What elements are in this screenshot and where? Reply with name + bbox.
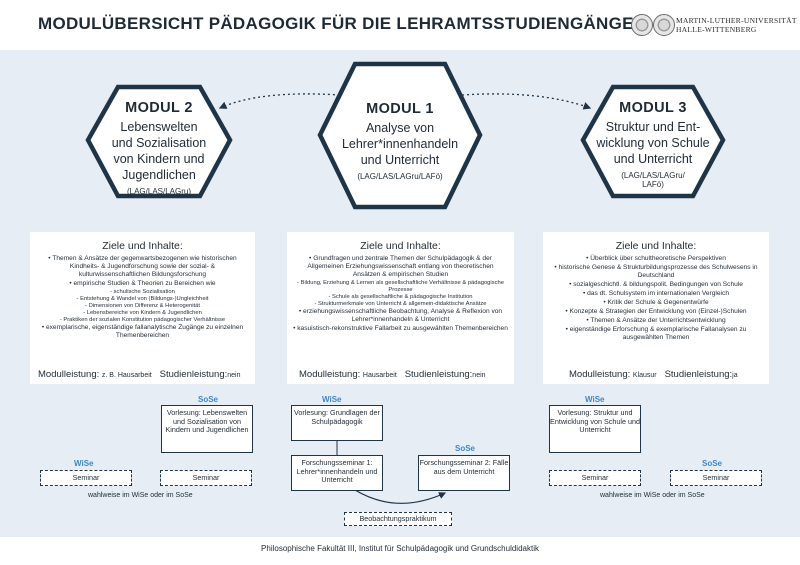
ziele-list: Überblick über schultheoretische Perspek… bbox=[543, 255, 769, 342]
list-item: Themen & Ansätze der Unterrichtsentwickl… bbox=[549, 317, 763, 325]
list-item: historische Genese & Strukturbildungspro… bbox=[549, 264, 763, 280]
ziele-list: Grundfragen und zentrale Themen der Schu… bbox=[287, 255, 514, 333]
list-item: Dimensionen von Differenz & Heterogenitä… bbox=[36, 303, 249, 310]
leistungen: Modulleistung: Klausur Studienleistung:j… bbox=[569, 369, 738, 380]
hexagon-modul2 bbox=[85, 84, 233, 199]
list-item: empirische Studien & Theorien zu Bereich… bbox=[36, 280, 249, 288]
seminar-modul3-sose: Seminar bbox=[670, 470, 762, 486]
semester-label-wise: WiSe bbox=[322, 395, 342, 404]
list-item: sozialgeschichtl. & bildungspolit. Bedin… bbox=[549, 281, 763, 289]
list-item: exemplarische, eigenständige fallanalyti… bbox=[36, 324, 249, 340]
seminar-modul3-wise: Seminar bbox=[549, 470, 641, 486]
list-item: Strukturmerkmale von Unterricht & allgem… bbox=[293, 301, 508, 308]
university-name: MARTIN-LUTHER-UNIVERSITÄT HALLE-WITTENBE… bbox=[676, 16, 797, 34]
modul1-label: MODUL 1 Analyse von Lehrer*innenhandeln … bbox=[341, 101, 459, 181]
vorlesung-modul2: Vorlesung: Lebenswelten und Sozialisatio… bbox=[161, 405, 253, 453]
footer-text: Philosophische Fakultät III, Institut fü… bbox=[261, 544, 539, 553]
list-item: Konzepte & Strategien der Entwicklung vo… bbox=[549, 308, 763, 316]
list-item: Praktiken der sozialen Konstitution päda… bbox=[36, 317, 249, 324]
ziele-list: Themen & Ansätze der gegenwartsbezogenen… bbox=[30, 255, 255, 340]
semester-label-wise: WiSe bbox=[585, 395, 605, 404]
panel-modul1-ziele: Ziele und Inhalte: Grundfragen und zentr… bbox=[287, 232, 514, 384]
arrow-modul1-to-modul2 bbox=[218, 93, 341, 109]
list-item: Bildung, Erziehung & Lernen als gesellsc… bbox=[293, 280, 508, 294]
university-seal-icon bbox=[653, 14, 675, 36]
seminar-modul2-sose: Seminar bbox=[160, 470, 252, 486]
list-item: Überblick über schultheoretische Perspek… bbox=[549, 255, 763, 263]
beobachtungspraktikum: Beobachtungspraktikum bbox=[344, 512, 452, 526]
arrow-modul1-to-modul3 bbox=[461, 93, 592, 110]
seminar-modul2-wise: Seminar bbox=[40, 470, 132, 486]
list-item: Schule als gesellschaftliche & pädagogis… bbox=[293, 294, 508, 301]
hexagon-modul1 bbox=[317, 61, 483, 210]
footer bbox=[0, 537, 800, 565]
page-title: MODULÜBERSICHT PÄDAGOGIK FÜR DIE LEHRAMT… bbox=[38, 14, 634, 33]
modul2-label: MODUL 2 Lebenswelten und Sozialisation v… bbox=[111, 100, 207, 196]
panel-heading: Ziele und Inhalte: bbox=[360, 240, 441, 252]
list-item: Themen & Ansätze der gegenwartsbezogenen… bbox=[36, 255, 249, 279]
list-item: Grundfragen und zentrale Themen der Schu… bbox=[293, 255, 508, 279]
modul3-label: MODUL 3 Struktur und Ent- wicklung von S… bbox=[596, 100, 710, 189]
leistungen: Modulleistung: Hausarbeit Studienleistun… bbox=[299, 369, 486, 380]
panel-heading: Ziele und Inhalte: bbox=[102, 240, 183, 252]
forschungsseminar-1: Forschungsseminar 1: Lehrer*innenhandeln… bbox=[291, 455, 383, 491]
university-seal-icon bbox=[631, 14, 653, 36]
list-item: Lebensbereiche von Kindern & Jugendliche… bbox=[36, 310, 249, 317]
list-item: das dt. Schulsystem im internationalen V… bbox=[549, 290, 763, 298]
list-item: Kritik der Schule & Gegenentwürfe bbox=[549, 299, 763, 307]
list-item: Entstehung & Wandel von (Bildungs-)Ungle… bbox=[36, 296, 249, 303]
panel-modul2-ziele: Ziele und Inhalte: Themen & Ansätze der … bbox=[30, 232, 255, 384]
forschungsseminar-2: Forschungsseminar 2: Fälle aus dem Unter… bbox=[418, 455, 510, 491]
semester-label-sose: SoSe bbox=[702, 459, 723, 468]
panel-heading: Ziele und Inhalte: bbox=[615, 240, 697, 252]
list-item: erziehungswissenschaftliche Beobachtung,… bbox=[293, 308, 508, 324]
panel-modul3-ziele: Ziele und Inhalte: Überblick über schult… bbox=[543, 232, 769, 384]
seminar-note: wahlweise im WiSe oder im SoSe bbox=[88, 492, 193, 499]
list-item: schulische Sozialisation bbox=[36, 289, 249, 296]
list-item: eigenständige Erforschung & exemplarisch… bbox=[549, 326, 763, 342]
leistungen: Modulleistung: z. B. Hausarbeit Studienl… bbox=[38, 369, 241, 380]
list-item: kasuistisch-rekonstruktive Fallarbeit zu… bbox=[293, 325, 508, 333]
vorlesung-modul1: Vorlesung: Grundlagen der Schulpädagogik bbox=[291, 405, 383, 441]
vorlesung-modul3: Vorlesung: Struktur und Entwicklung von … bbox=[549, 405, 641, 453]
semester-label-sose: SoSe bbox=[198, 395, 219, 404]
semester-label-sose: SoSe bbox=[455, 444, 476, 453]
hexagon-modul3 bbox=[580, 84, 726, 199]
arrow-forschung1-to-forschung2 bbox=[354, 489, 447, 504]
seminar-note: wahlweise im WiSe oder im SoSe bbox=[600, 492, 705, 499]
semester-label-wise: WiSe bbox=[74, 459, 94, 468]
